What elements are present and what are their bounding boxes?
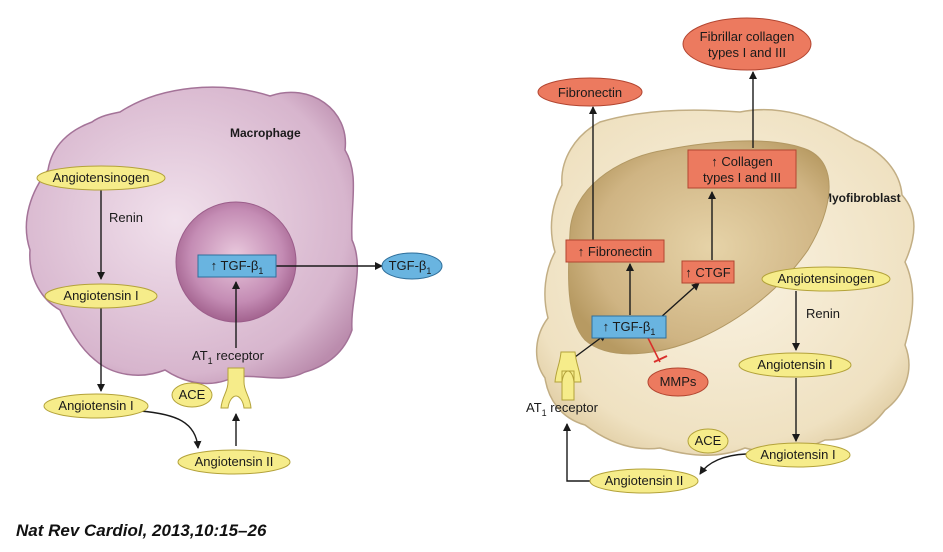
renin-right-label: Renin (806, 306, 840, 321)
node-mmps (647, 367, 709, 397)
inhibit-tgf-to-mmps (647, 337, 661, 363)
arrow-ace-conversion-right (699, 453, 747, 475)
citation: Nat Rev Cardiol, 2013,10:15–26 (16, 521, 267, 540)
angiotensin-i-inner-right-label: Angiotensin I (757, 357, 832, 372)
node-angiotensin-i-inner-right (738, 352, 852, 378)
angiotensin-i-outer-left-label: Angiotensin I (58, 398, 133, 413)
ace-right-label: ACE (695, 433, 722, 448)
node-collagen-up (687, 149, 797, 189)
ctgf-up-label: ↑ CTGF (685, 265, 731, 280)
node-angiotensinogen-right (761, 266, 891, 292)
angiotensinogen-left-label: Angiotensinogen (53, 170, 150, 185)
angiotensin-i-outer-right-label: Angiotensin I (760, 447, 835, 462)
node-ace-right (687, 428, 729, 454)
inhibit-bar (653, 355, 668, 363)
at1-receptor-left-icon (220, 367, 252, 409)
angiotensin-i-inner-left-label: Angiotensin I (63, 288, 138, 303)
node-angiotensin-i-outer-right (745, 442, 851, 468)
node-angiotensinogen-left (36, 165, 166, 191)
arrow-tgf-to-ctgf (659, 282, 700, 319)
node-tgf-up-left (197, 254, 277, 278)
renin-left-label: Renin (109, 210, 143, 225)
collagen-out-label-line2: types I and III (708, 45, 786, 60)
myofibroblast-label: Myofibroblast (822, 191, 901, 205)
angiotensin-ii-left-label: Angiotensin II (195, 454, 274, 469)
angiotensin-ii-right-label: Angiotensin II (605, 473, 684, 488)
at1-receptor-right-label: AT1 receptor (526, 400, 599, 418)
node-angiotensin-ii-right (589, 468, 699, 494)
fibronectin-out-label: Fibronectin (558, 85, 622, 100)
mmps-label: MMPs (660, 374, 697, 389)
arrow-ace-conversion (139, 410, 202, 449)
node-ace-left (171, 382, 213, 408)
node-fibronectin-out (537, 77, 643, 107)
macrophage-label: Macrophage (230, 126, 301, 140)
fibronectin-up-label: ↑ Fibronectin (578, 244, 652, 259)
node-angiotensin-i-outer-left (43, 393, 149, 419)
node-tgf-up-right (591, 315, 667, 339)
node-fibronectin-up (565, 239, 665, 263)
at1-receptor-left-label: AT1 receptor (192, 348, 265, 366)
collagen-out-label-line1: Fibrillar collagen (700, 29, 795, 44)
tgf-up-right-label: ↑ TGF-β1 (603, 319, 656, 337)
angiotensinogen-right-label: Angiotensinogen (778, 271, 875, 286)
node-angiotensin-ii-left (177, 449, 291, 475)
at1-receptor-right-icon (554, 351, 582, 401)
arrow-angiotensin-ii-to-receptor-right (563, 423, 590, 482)
collagen-up-label-line1: ↑ Collagen (711, 154, 772, 169)
tgf-up-left-label: ↑ TGF-β1 (211, 258, 264, 276)
node-tgf-secreted (381, 252, 443, 280)
myofibroblast-nucleus (568, 140, 830, 355)
node-angiotensin-i-inner-left (44, 283, 158, 309)
node-ctgf-up (681, 260, 735, 284)
collagen-up-label-line2: types I and III (703, 170, 781, 185)
ace-left-label: ACE (179, 387, 206, 402)
tgf-secreted-label: TGF-β1 (389, 258, 432, 276)
node-collagen-out (682, 17, 812, 71)
